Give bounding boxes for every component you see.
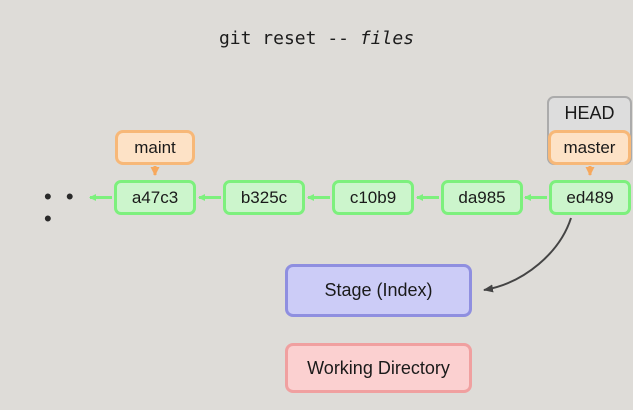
branch-label-maint-text: maint [134, 137, 176, 157]
commit-node-b325c: b325c [223, 180, 305, 215]
commit-label: da985 [458, 187, 506, 207]
working-directory-box: Working Directory [285, 343, 472, 393]
commit-label: ed489 [566, 187, 614, 207]
reset-arrow-commit-to-stage [483, 217, 572, 293]
commit-label: c10b9 [349, 187, 397, 207]
branch-arrow-group [150, 166, 595, 176]
working-directory-label: Working Directory [307, 357, 450, 378]
stage-index-box: Stage (Index) [285, 264, 472, 317]
history-ellipsis: • • • [44, 184, 78, 231]
head-label: HEAD [564, 103, 615, 123]
commit-node-c10b9: c10b9 [332, 180, 414, 215]
commit-node-a47c3: a47c3 [114, 180, 196, 215]
stage-index-label: Stage (Index) [324, 280, 433, 300]
commit-label: a47c3 [131, 187, 179, 207]
commit-node-ed489: ed489 [549, 180, 631, 215]
branch-label-master-text: master [563, 137, 616, 157]
title-argument: files [359, 28, 415, 49]
branch-label-master: master [548, 130, 631, 165]
branch-label-maint: maint [115, 130, 195, 165]
page-title: git reset -- files [0, 28, 633, 49]
commit-node-da985: da985 [441, 180, 523, 215]
commit-label: b325c [240, 187, 288, 207]
title-command: git reset -- [218, 28, 360, 49]
